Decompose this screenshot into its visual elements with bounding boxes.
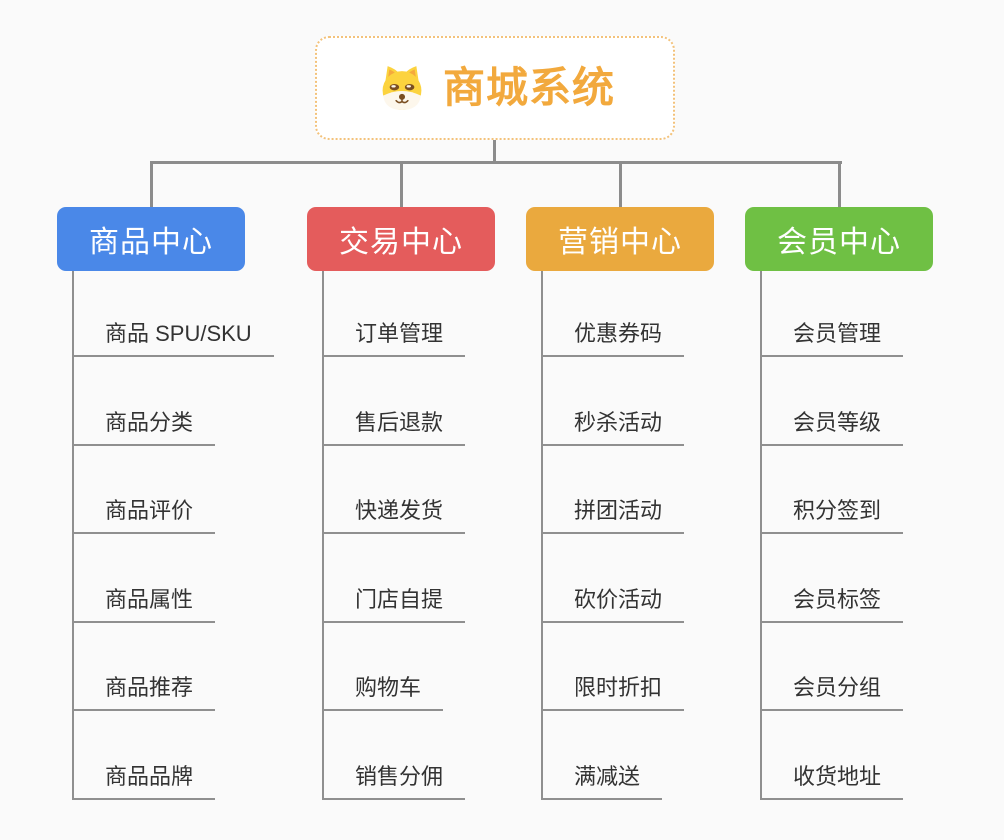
connector-line (838, 161, 841, 207)
child-node[interactable]: 满减送 (541, 764, 663, 800)
child-node[interactable]: 砍价活动 (541, 587, 685, 623)
child-node[interactable]: 优惠券码 (541, 321, 685, 357)
dog-face-icon (375, 61, 429, 115)
child-node[interactable]: 积分签到 (760, 498, 904, 535)
branch-spine (541, 271, 543, 800)
child-node[interactable]: 商品评价 (72, 498, 216, 535)
branch-node-4[interactable]: 会员中心 (745, 207, 933, 271)
branch-spine (760, 271, 762, 800)
child-node[interactable]: 商品属性 (72, 587, 216, 623)
branch-spine (72, 271, 74, 800)
child-node[interactable]: 商品分类 (72, 410, 216, 446)
branch-label: 商品中心 (89, 226, 213, 259)
branch-node-3[interactable]: 营销中心 (526, 207, 714, 271)
branch-label: 会员中心 (777, 226, 901, 259)
child-node[interactable]: 商品推荐 (72, 675, 216, 712)
root-node[interactable]: 商城系统 (315, 36, 675, 140)
child-node[interactable]: 购物车 (322, 675, 444, 712)
child-node[interactable]: 快递发货 (322, 498, 466, 535)
child-node[interactable]: 会员分组 (760, 675, 904, 712)
child-node[interactable]: 售后退款 (322, 410, 466, 446)
branch-spine (322, 271, 324, 800)
branch-node-2[interactable]: 交易中心 (307, 207, 495, 271)
child-node[interactable]: 门店自提 (322, 587, 466, 623)
child-node[interactable]: 限时折扣 (541, 675, 685, 712)
connector-line (400, 161, 403, 207)
child-node[interactable]: 会员管理 (760, 321, 904, 357)
branch-label: 营销中心 (558, 226, 682, 259)
child-node[interactable]: 会员标签 (760, 587, 904, 623)
connector-line (619, 161, 622, 207)
branch-node-1[interactable]: 商品中心 (57, 207, 245, 271)
branch-label: 交易中心 (339, 226, 463, 259)
child-node[interactable]: 拼团活动 (541, 498, 685, 535)
connector-line (150, 161, 153, 207)
child-node[interactable]: 商品品牌 (72, 764, 216, 800)
child-node[interactable]: 收货地址 (760, 764, 904, 800)
connector-line (151, 161, 842, 164)
child-node[interactable]: 订单管理 (322, 321, 466, 357)
connector-line (493, 140, 496, 164)
child-node[interactable]: 会员等级 (760, 410, 904, 446)
child-node[interactable]: 销售分佣 (322, 764, 466, 800)
root-title: 商城系统 (442, 64, 615, 111)
child-node[interactable]: 秒杀活动 (541, 410, 685, 446)
child-node[interactable]: 商品 SPU/SKU (72, 321, 274, 357)
